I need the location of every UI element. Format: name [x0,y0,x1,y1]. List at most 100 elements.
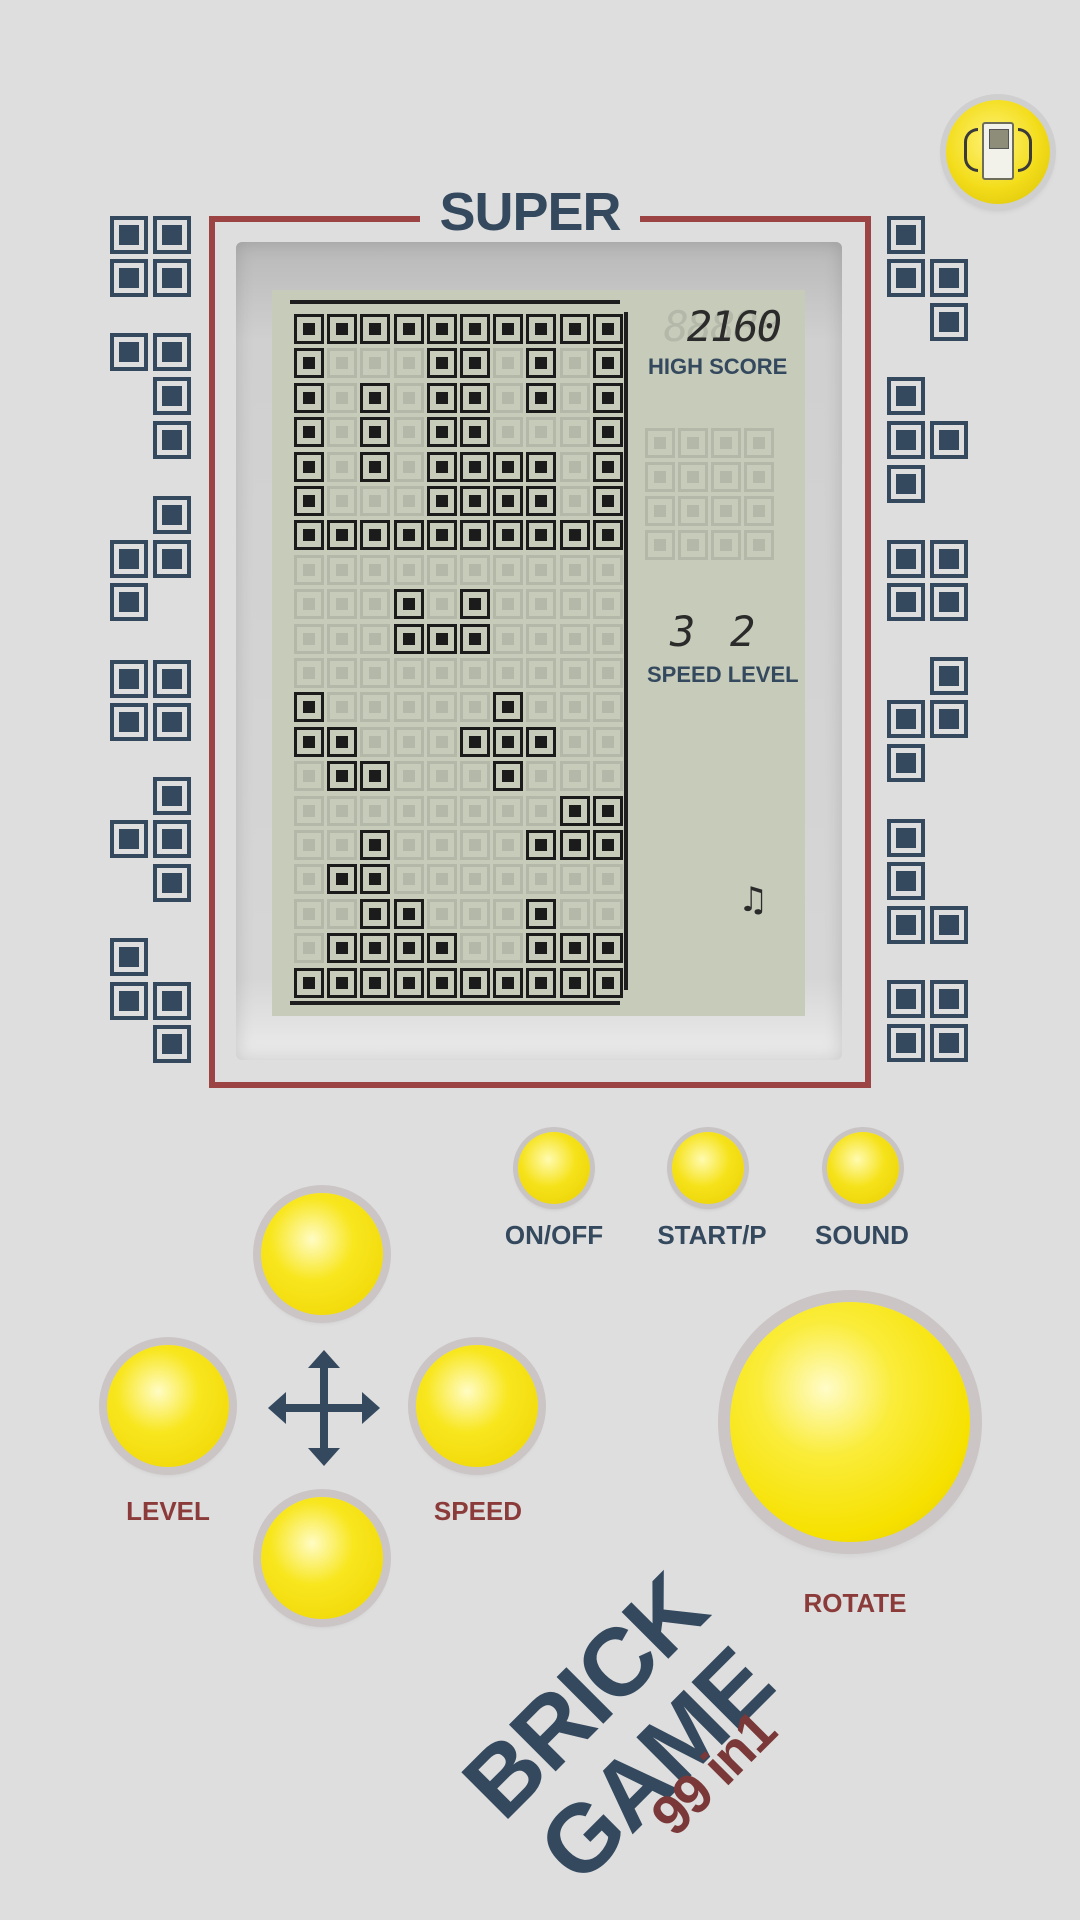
grid-cell-filled [526,348,557,379]
grid-cell-filled [294,967,324,998]
device-icon [982,122,1014,180]
grid-cell-empty [327,830,358,860]
high-score-ghost-digits: 88888 [663,302,782,351]
decor-cell [887,980,925,1018]
grid-cell-empty [426,589,457,620]
rotate-button[interactable] [730,1302,970,1542]
grid-cell-empty [360,623,391,654]
grid-cell-filled [327,726,358,757]
grid-cell-empty [393,864,424,895]
decor-cell [153,703,191,741]
start-pause-button[interactable] [672,1132,744,1204]
grid-cell-empty [426,898,457,929]
grid-cell-empty [460,658,490,688]
grid-cell-filled [493,692,524,723]
high-score-value: 2160 [686,302,782,351]
grid-cell-filled [460,417,490,448]
decor-cell [153,333,191,371]
next-preview-cell [645,496,675,526]
grid-cell-empty [460,692,490,723]
high-score-label: HIGH SCORE [648,354,788,379]
grid-cell-filled [592,451,623,482]
grid-cell-empty [360,726,391,757]
grid-cell-empty [426,761,457,792]
grid-cell-empty [559,898,590,929]
grid-cell-empty [360,692,391,723]
grid-cell-empty [327,554,358,585]
grid-cell-empty [559,589,590,620]
grid-cell-empty [327,795,358,826]
grid-cell-empty [559,692,590,723]
decor-cell [110,660,148,698]
grid-cell-filled [426,382,457,413]
grid-cell-filled [327,761,358,792]
grid-cell-filled [592,967,623,998]
grid-cell-filled [360,898,391,929]
grid-cell-empty [559,382,590,413]
grid-cell-filled [493,761,524,792]
decor-cell [110,259,148,297]
playfield-border-bottom [290,1001,620,1005]
direction-arrows-icon [268,1350,380,1466]
down-button[interactable] [261,1497,383,1619]
grid-cell-empty [526,692,557,723]
grid-cell-empty [526,417,557,448]
grid-cell-empty [460,830,490,860]
grid-cell-empty [327,451,358,482]
level-value: 2 [730,607,756,656]
grid-cell-empty [360,589,391,620]
next-preview-cell [678,462,708,492]
grid-cell-empty [559,864,590,895]
grid-cell-empty [526,761,557,792]
right-button[interactable] [416,1345,538,1467]
decor-cell [887,1024,925,1062]
next-preview-cell [678,530,708,560]
rotate-screen-button[interactable] [946,100,1050,204]
decor-cell [930,980,968,1018]
next-preview-cell [711,428,741,458]
grid-cell-empty [393,692,424,723]
grid-cell-filled [460,486,490,516]
playfield-border-top [290,300,620,304]
grid-cell-filled [526,898,557,929]
grid-cell-filled [360,864,391,895]
grid-cell-empty [559,623,590,654]
rotate-label: ROTATE [803,1588,907,1618]
next-preview-cell [744,530,774,560]
decor-cell [887,862,925,900]
grid-cell-filled [426,520,457,551]
grid-cell-empty [294,623,324,654]
grid-cell-empty [526,658,557,688]
decor-cell [153,1025,191,1063]
music-note-icon: ♫ [738,880,769,920]
grid-cell-filled [393,898,424,929]
grid-cell-filled [493,967,524,998]
grid-cell-filled [460,348,490,379]
grid-cell-empty [460,554,490,585]
decor-cell [153,540,191,578]
grid-cell-empty [393,726,424,757]
grid-cell-empty [592,554,623,585]
grid-cell-empty [526,864,557,895]
grid-cell-empty [426,830,457,860]
grid-cell-empty [526,623,557,654]
up-button[interactable] [261,1193,383,1315]
grid-cell-empty [460,864,490,895]
grid-cell-empty [559,348,590,379]
grid-cell-filled [592,933,623,964]
grid-cell-empty [327,486,358,516]
level-label: LEVEL [126,1496,210,1526]
grid-cell-filled [493,314,524,344]
left-button[interactable] [107,1345,229,1467]
grid-cell-filled [592,830,623,860]
grid-cell-empty [592,658,623,688]
sound-button[interactable] [827,1132,899,1204]
on-off-button[interactable] [518,1132,590,1204]
grid-cell-filled [526,382,557,413]
grid-cell-filled [559,830,590,860]
grid-cell-empty [327,623,358,654]
decor-cell [110,333,148,371]
grid-cell-empty [493,898,524,929]
next-preview-cell [744,496,774,526]
decor-cell [930,259,968,297]
